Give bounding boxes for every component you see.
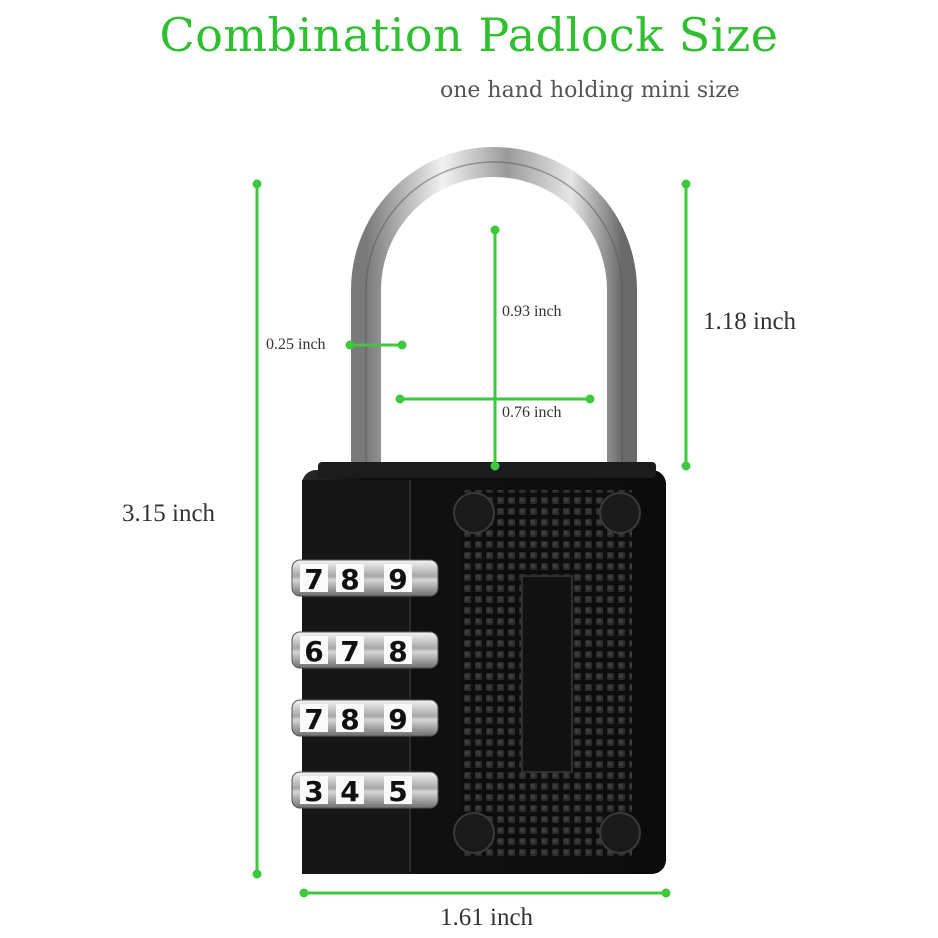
total-height-label: 3.15 inch [122, 500, 216, 527]
body-width-label: 1.61 inch [440, 904, 534, 931]
page-subtitle: one hand holding mini size [440, 78, 740, 103]
shackle-inner-height-label: 0.93 inch [502, 303, 562, 320]
dial-wheel-4 [291, 771, 439, 809]
corner-screws [453, 492, 641, 854]
dial-wheel-2 [291, 631, 439, 669]
dial-wheel-1 [291, 559, 439, 597]
shackle-height-label: 1.18 inch [703, 308, 797, 335]
dial-digit: 9 [388, 703, 407, 736]
dial-digit: 5 [388, 775, 407, 808]
shackle-thickness-label: 0.25 inch [266, 336, 326, 353]
dial-wheel-3 [291, 699, 439, 737]
dial-digit: 7 [304, 703, 323, 736]
dial-digit: 6 [304, 635, 323, 668]
dial-digit: 3 [304, 775, 323, 808]
dial-digit: 8 [388, 635, 407, 668]
dial-digit: 8 [340, 563, 359, 596]
shackle-inner-width-label: 0.76 inch [502, 404, 562, 421]
dial-digit: 4 [340, 775, 359, 808]
dial-digit: 7 [340, 635, 359, 668]
page-title: Combination Padlock Size [159, 8, 779, 62]
dial-digit: 7 [304, 563, 323, 596]
dial-digit: 8 [340, 703, 359, 736]
dial-digit: 9 [388, 563, 407, 596]
